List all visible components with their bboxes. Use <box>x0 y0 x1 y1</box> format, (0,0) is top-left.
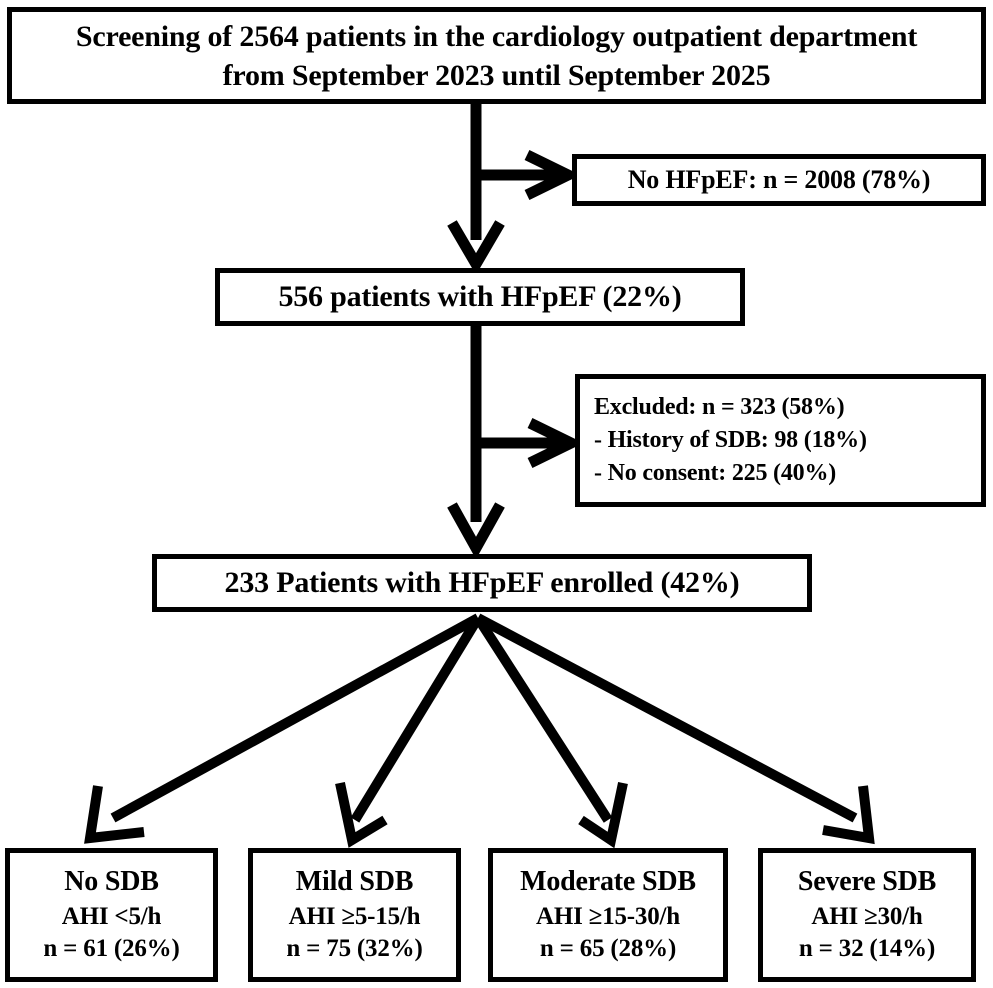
node-excluded-line2: - History of SDB: 98 (18%) <box>594 426 867 453</box>
node-severe-sdb-title: Severe SDB <box>797 866 937 898</box>
node-severe-sdb-count: n = 32 (14%) <box>798 935 936 963</box>
node-severe-sdb: Severe SDB AHI ≥30/h n = 32 (14%) <box>758 848 976 982</box>
node-moderate-sdb-title: Moderate SDB <box>520 866 696 898</box>
node-enrolled: 233 Patients with HFpEF enrolled (42%) <box>152 554 812 612</box>
node-hfpef: 556 patients with HFpEF (22%) <box>215 268 745 326</box>
node-moderate-sdb-criterion: AHI ≥15-30/h <box>536 902 680 930</box>
arrowhead-to-mild-sdb <box>335 781 388 848</box>
connector-enrolled-to-severe-sdb <box>475 613 858 823</box>
node-enrolled-text: 233 Patients with HFpEF enrolled (42%) <box>224 566 740 600</box>
node-no-sdb: No SDB AHI <5/h n = 61 (26%) <box>5 848 218 982</box>
node-moderate-sdb-count: n = 65 (28%) <box>539 935 677 963</box>
node-hfpef-text: 556 patients with HFpEF (22%) <box>278 280 682 314</box>
node-screening-line2: from September 2023 until September 2025 <box>222 58 771 92</box>
node-moderate-sdb: Moderate SDB AHI ≥15-30/h n = 65 (28%) <box>488 848 728 982</box>
node-screening-line1: Screening of 2564 patients in the cardio… <box>75 19 918 53</box>
node-no-hfpef-text: No HFpEF: n = 2008 (78%) <box>627 164 931 194</box>
node-mild-sdb-count: n = 75 (32%) <box>286 935 423 963</box>
arrowhead-to-enrolled <box>447 502 505 560</box>
node-screening: Screening of 2564 patients in the cardio… <box>7 7 986 104</box>
node-severe-sdb-criterion: AHI ≥30/h <box>811 902 923 930</box>
arrowhead-to-moderate-sdb <box>578 781 628 849</box>
connector-enrolled-to-moderate-sdb <box>473 615 613 823</box>
node-excluded-line1: Excluded: n = 323 (58%) <box>594 393 845 420</box>
node-excluded-line3: - No consent: 225 (40%) <box>594 460 837 487</box>
node-mild-sdb-criterion: AHI ≥5-15/h <box>288 902 421 930</box>
arrowhead-to-excluded <box>527 418 584 468</box>
arrowhead-to-severe-sdb <box>822 785 875 845</box>
arrowhead-to-no-hfpef <box>524 150 581 200</box>
arrowhead-to-hfpef <box>447 220 505 275</box>
node-excluded: Excluded: n = 323 (58%) - History of SDB… <box>575 374 986 507</box>
node-no-sdb-criterion: AHI <5/h <box>61 902 162 930</box>
connector-enrolled-to-no-sdb <box>110 613 481 823</box>
arrowhead-to-no-sdb <box>84 785 145 844</box>
connector-enrolled-to-mild-sdb <box>350 615 483 823</box>
node-mild-sdb-title: Mild SDB <box>295 866 414 898</box>
node-no-sdb-count: n = 61 (26%) <box>43 935 180 963</box>
node-mild-sdb: Mild SDB AHI ≥5-15/h n = 75 (32%) <box>248 848 461 982</box>
node-no-hfpef: No HFpEF: n = 2008 (78%) <box>572 154 986 206</box>
node-no-sdb-title: No SDB <box>64 866 159 898</box>
